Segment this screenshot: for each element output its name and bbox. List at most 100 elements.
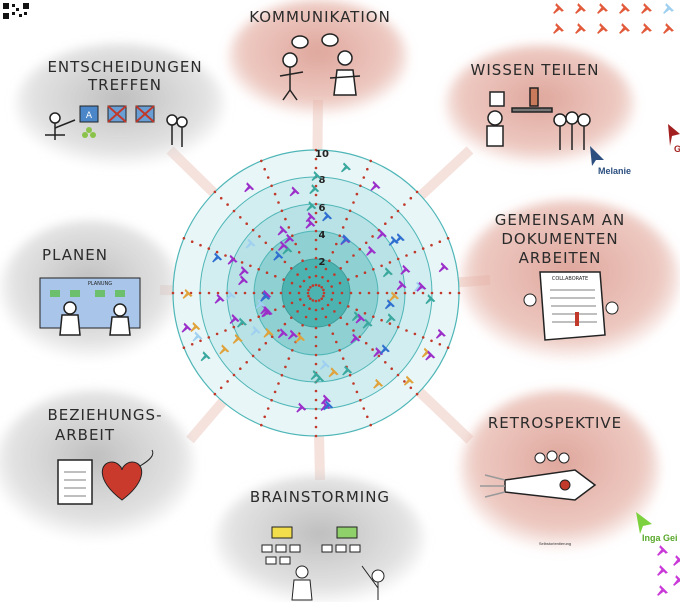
spoke-dot [369,423,373,427]
spoke-dot [362,176,366,179]
topic-planen[interactable]: PLANEN PLANUNG [0,220,180,360]
spoke-dot [279,291,283,295]
spoke-dot [314,335,318,339]
spoke-dot [341,226,345,229]
push-pin[interactable] [663,3,674,14]
spoke-dot [314,326,318,330]
spoke-dot [314,157,318,161]
spoke-dot [294,242,298,246]
spoke-dot [274,308,277,312]
spoke-dot [290,316,293,320]
push-pin[interactable] [673,575,680,586]
spoke-dot [359,398,362,402]
spoke-dot [421,336,425,339]
rocket-icon [480,450,597,501]
spoke-dot [249,318,252,322]
spoke-dot [224,329,227,332]
spoke-dot [299,285,302,288]
spoke-dot [335,242,338,246]
spoke-dot [297,291,301,295]
push-pin[interactable] [553,23,564,34]
radar-target[interactable]: 10 8 6 4 2 [171,148,461,438]
push-pin[interactable] [597,23,608,34]
spoke-dot [372,315,375,319]
spoke-dot [307,288,310,292]
topic-beziehungsarbeit[interactable]: BEZIEHUNGS- ARBEIT [0,390,195,540]
spoke-dot [364,241,368,245]
push-pin[interactable] [663,23,674,34]
spoke-dot [448,291,452,295]
spoke-dot [369,159,373,163]
topic-entscheidungen-treffen[interactable]: ENTSCHEIDUNGEN TREFFEN A [15,43,225,167]
spoke-dot [207,291,211,295]
decision-cards-icon: A [45,105,188,147]
spoke-dot [396,209,400,213]
push-pin[interactable] [657,565,668,576]
spoke-dot [270,291,274,295]
knowledge-sharing-icon [486,87,591,150]
document-icon: COLLABORATE [523,271,619,341]
spoke-dot [439,291,443,295]
planning-board-icon: PLANUNG [39,277,141,336]
topic-retrospektive[interactable]: RETROSPEKTIVE Selbstorientierung [460,390,660,550]
spoke-dot [314,317,318,321]
push-pin[interactable] [641,23,652,34]
qr-code[interactable] [2,2,30,20]
spoke-dot [180,291,184,295]
spoke-dot [216,291,220,295]
spoke-dot [314,407,318,411]
push-pin[interactable] [619,3,630,14]
spoke-dot [367,291,371,295]
spoke-dot [290,267,293,270]
spoke-dot [260,423,263,427]
push-pin[interactable] [553,3,564,14]
push-pin[interactable] [575,23,586,34]
spoke-dot [331,251,335,254]
topic-wissen-teilen[interactable]: WISSEN TEILEN [445,45,635,165]
spoke-dot [243,291,247,295]
spoke-dot [314,211,318,215]
spoke-dot [358,247,362,251]
push-pin[interactable] [575,3,586,14]
radar-tick-8: 8 [319,175,326,186]
topic-kommunikation[interactable]: KOMMUNIKATION [228,0,408,116]
spoke-dot [232,209,236,213]
spoke-dot [314,283,318,287]
topic-gemeinsam-an-dokumenten-arbeiten[interactable]: GEMEINSAM AN DOKUMENTEN ARBEITEN COLLABO… [460,200,680,360]
spoke-dot [328,259,331,263]
spoke-dot [171,291,175,295]
spoke-dot [314,220,318,224]
spoke-dot [266,176,270,179]
push-pin[interactable] [657,585,668,596]
pin-tray-bottom-right[interactable] [657,545,680,596]
push-pin[interactable] [673,555,680,566]
spoke-dot [409,196,413,200]
spoke-dot [363,271,367,275]
spoke-dot [403,380,406,383]
spoke-dot [225,291,229,295]
push-pin[interactable] [641,3,652,14]
spoke-dot [199,243,202,247]
push-pin[interactable] [619,23,630,34]
svg-text:PLANUNG: PLANUNG [88,281,112,287]
spoke-dot [290,301,294,305]
spoke-dot [380,318,383,322]
spoke-dot [328,324,331,327]
spoke-dot [366,415,369,419]
push-pin[interactable] [657,545,668,556]
spoke-dot [199,339,202,343]
spoke-dot [207,247,211,250]
topic-label-line3: ARBEITEN [519,249,602,267]
spoke-dot [304,267,308,271]
pin-tray-top-right[interactable] [553,3,674,34]
spoke-dot [403,203,406,206]
push-pin[interactable] [597,3,608,14]
radar-tick-4: 4 [319,230,326,241]
spoke-dot [314,362,318,366]
spoke-dot [309,297,312,301]
spoke-dot [421,247,425,250]
spoke-dot [273,192,277,196]
cursor-melanie-label: Melanie [598,166,631,176]
topic-brainstorming[interactable]: BRAINSTORMING [215,475,425,602]
